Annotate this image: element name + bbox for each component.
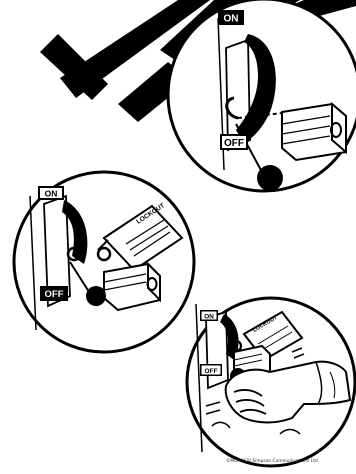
padlock-icon bbox=[282, 104, 346, 160]
off-label: OFF bbox=[45, 289, 64, 300]
panel-middle: LOCKOUT ON OFF bbox=[14, 172, 194, 352]
off-label: OFF bbox=[224, 138, 244, 149]
lever-knob bbox=[86, 286, 106, 306]
panel-top: ON OFF bbox=[168, 0, 356, 191]
lever-knob bbox=[257, 165, 283, 191]
on-label: ON bbox=[45, 189, 58, 199]
copyright-notice: ©MCMXCIV Simpson Communications Ltd. bbox=[226, 459, 319, 464]
off-label: OFF bbox=[205, 368, 218, 375]
on-label: ON bbox=[204, 314, 214, 321]
panel-bottom: LOCKOUT ON OFF bbox=[187, 298, 355, 466]
on-label: ON bbox=[224, 14, 239, 25]
